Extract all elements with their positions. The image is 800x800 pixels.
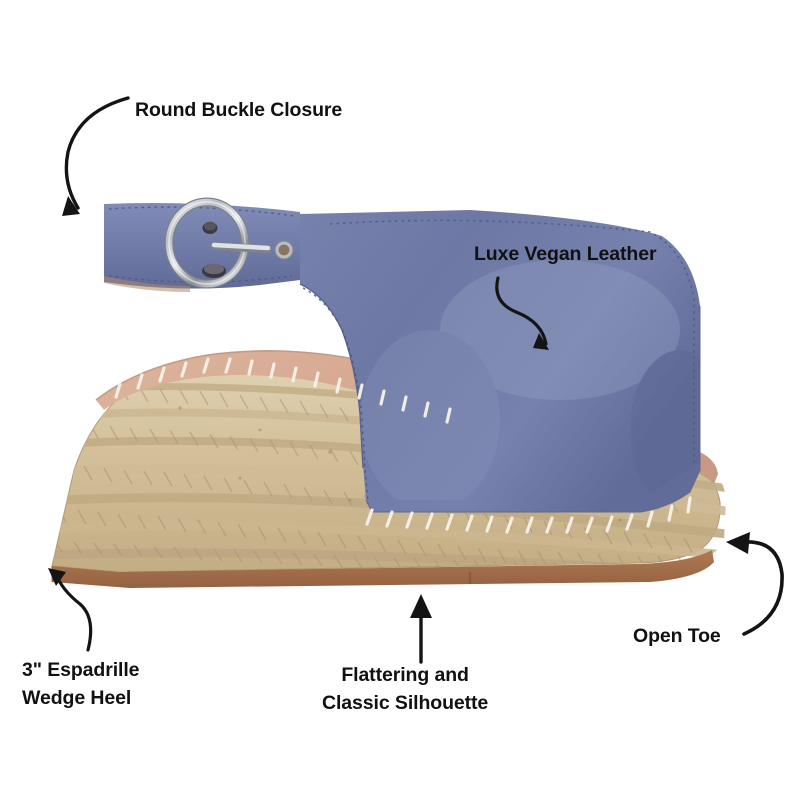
arrow-open-toe [726,532,784,636]
arrow-espadrille-wedge-heel [48,568,93,652]
arrow-luxe-vegan-leather [495,276,549,350]
callout-arrows [48,96,784,664]
arrow-flattering-classic-silhouette [410,594,432,664]
callout-label-open-toe: Open Toe [633,625,721,647]
leather-upper [104,203,701,513]
callout-label-luxe-vegan-leather: Luxe Vegan Leather [474,243,657,265]
callout-label-espadrille-wedge-heel: 3" Espadrille Wedge Heel [22,659,140,709]
buckle-ring [164,197,294,289]
callout-label-round-buckle-closure: Round Buckle Closure [135,99,343,121]
callout-label-flattering-classic-silhouette: Flattering and Classic Silhouette [322,664,489,714]
arrow-round-buckle-closure [62,96,130,216]
whipstitch [114,357,692,534]
